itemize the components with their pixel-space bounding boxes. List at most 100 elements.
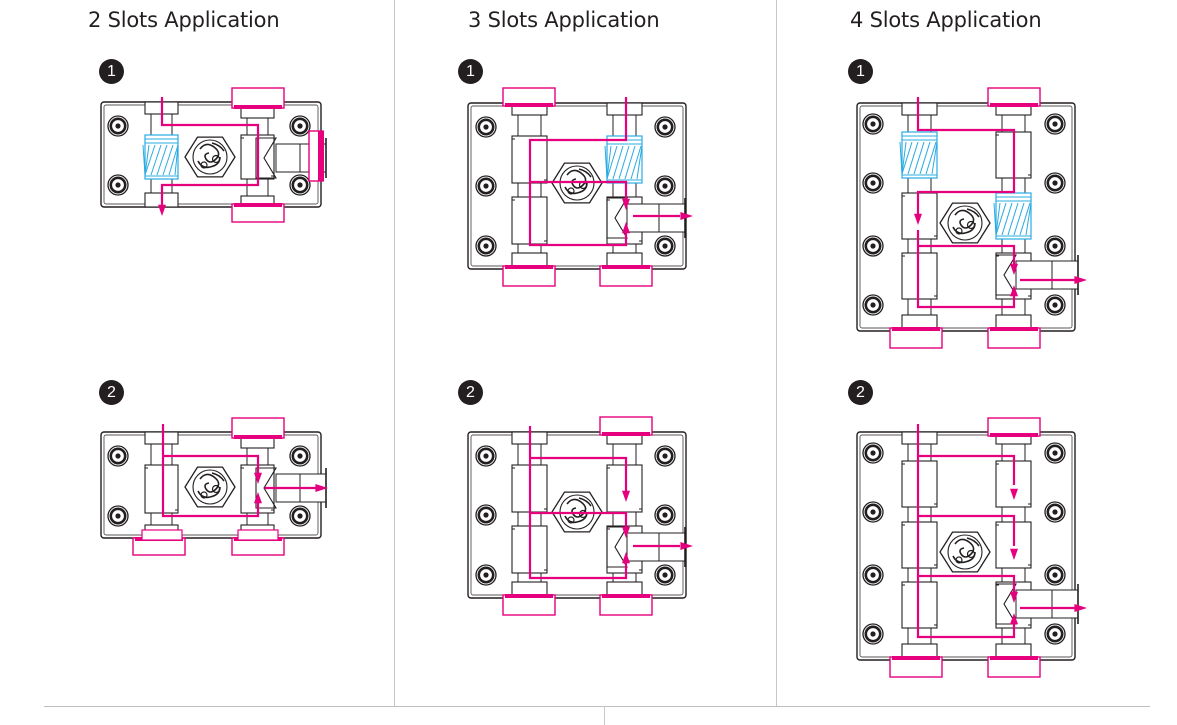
flow-arrow-icon (254, 472, 262, 484)
flow-arrow-icon (1010, 591, 1018, 603)
flow-arrow-icon (1010, 488, 1018, 500)
flow-path (530, 456, 628, 492)
flow-arrow-icon (1010, 263, 1018, 275)
screw-hole-icon (475, 504, 497, 526)
slot-block (901, 581, 938, 629)
screw-hole-icon (1044, 172, 1066, 194)
fitting-port (987, 656, 1041, 678)
screw-hole-icon (289, 445, 311, 467)
bottom-divider-tick (604, 706, 605, 725)
slot-block (901, 460, 938, 508)
screw-hole-icon (107, 174, 129, 196)
screw-hole-icon (654, 175, 676, 197)
screw-hole-icon (862, 172, 884, 194)
flow-path (163, 454, 260, 478)
screw-hole-icon (289, 505, 311, 527)
column-title-2-slots: 2 Slots Application (88, 8, 280, 32)
flow-arrow-icon (315, 484, 328, 492)
pump-icon (604, 135, 643, 184)
slot-block (606, 464, 643, 513)
screw-hole-icon (654, 504, 676, 526)
flow-arrow-icon (622, 222, 630, 234)
flow-path (918, 574, 1016, 596)
outlet-port (995, 254, 1079, 296)
screw-hole-icon (862, 442, 884, 464)
column-divider (394, 0, 395, 706)
fitting-port (889, 656, 943, 678)
screw-hole-icon (862, 294, 884, 316)
step-badge: 1 (848, 59, 873, 84)
slot-block (901, 521, 938, 569)
flow-path (916, 424, 1016, 639)
flow-arrow-icon (1010, 548, 1018, 560)
step-badge: 2 (848, 380, 873, 405)
flow-path (918, 244, 1016, 268)
bottom-divider (44, 706, 1150, 707)
outlet-port (606, 197, 686, 239)
screw-hole-icon (654, 564, 676, 586)
flow-path (528, 97, 628, 247)
flow-arrow-icon (1010, 613, 1018, 625)
screw-hole-icon (862, 623, 884, 645)
screw-hole-icon (475, 564, 497, 586)
flow-arrow-icon (622, 198, 630, 210)
screw-hole-icon (1044, 623, 1066, 645)
fitting-port (987, 87, 1041, 107)
fitting-collar (144, 431, 179, 445)
screw-hole-icon (107, 445, 129, 467)
outlet-port (995, 583, 1079, 625)
screw-hole-icon (862, 235, 884, 257)
fitting-port (231, 87, 285, 109)
fitting-port (987, 327, 1041, 349)
screw-hole-icon (654, 445, 676, 467)
screw-hole-icon (654, 116, 676, 138)
screw-hole-icon (107, 115, 129, 137)
flow-path (530, 511, 628, 532)
flow-path (918, 454, 1016, 485)
screw-hole-icon (475, 445, 497, 467)
flow-arrow-icon (622, 526, 630, 538)
plate-3slot-step2 (467, 416, 693, 616)
screw-hole-icon (107, 505, 129, 527)
slot-block (144, 464, 179, 514)
fitting-port (889, 327, 943, 349)
fitting-collar (901, 102, 938, 116)
flow-path (916, 230, 1016, 309)
flow-path (160, 97, 260, 206)
flow-path (528, 426, 628, 580)
screw-hole-icon (862, 113, 884, 135)
fitting-port (599, 265, 653, 287)
flow-path (161, 424, 260, 518)
pump-icon (142, 134, 179, 180)
dragon-logo-icon (184, 466, 236, 508)
flow-arrow-icon (158, 204, 166, 216)
screw-hole-icon (654, 235, 676, 257)
slot-block (901, 252, 938, 300)
dragon-logo-icon (939, 531, 991, 573)
pump-icon (993, 192, 1032, 240)
flow-arrow-icon (1074, 276, 1087, 284)
flow-path (918, 514, 1016, 546)
fitting-port (599, 416, 653, 436)
fitting-port (502, 594, 556, 616)
screw-hole-icon (475, 175, 497, 197)
fitting-port (502, 265, 556, 287)
screw-hole-icon (1044, 501, 1066, 523)
screw-hole-icon (289, 115, 311, 137)
plate-2slot-step1 (100, 87, 327, 223)
flow-arrow-icon (1074, 604, 1087, 612)
screw-hole-icon (475, 235, 497, 257)
screw-hole-icon (1044, 564, 1066, 586)
screw-hole-icon (1044, 113, 1066, 135)
fitting-port (231, 417, 285, 439)
plate-4slot-step1 (856, 87, 1087, 349)
screw-hole-icon (289, 174, 311, 196)
dragon-logo-icon (184, 136, 236, 178)
screw-hole-icon (1044, 442, 1066, 464)
column-title-3-slots: 3 Slots Application (468, 8, 660, 32)
step-badge: 2 (458, 380, 483, 405)
screw-hole-icon (1044, 294, 1066, 316)
fitting-collar (901, 431, 938, 445)
fitting-port (987, 417, 1041, 437)
flow-arrow-icon (914, 213, 922, 225)
